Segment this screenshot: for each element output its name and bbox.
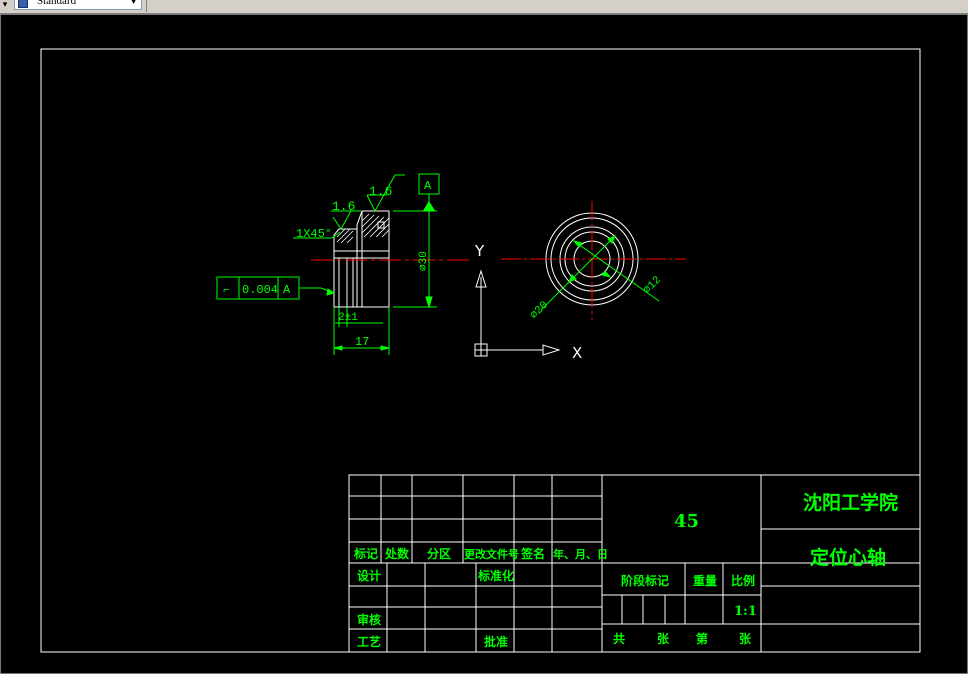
sign-standardize: 标准化 — [477, 568, 514, 583]
toolbar-separator — [146, 0, 147, 12]
sheet-number-label: 第 — [696, 631, 708, 646]
tol-symbol: ⌐ — [223, 285, 230, 297]
rev-header-count: 处数 — [384, 546, 410, 561]
text-style-icon — [18, 0, 28, 8]
dim-length: 17 — [355, 335, 369, 349]
weight-label: 重量 — [693, 573, 717, 588]
chevron-down-icon[interactable]: ▼ — [130, 0, 137, 6]
sheet-total-label: 共 — [613, 631, 625, 646]
dim-diameter-30: ⌀30 — [418, 251, 430, 271]
roughness-right-text: 1.6 — [369, 184, 392, 199]
sign-process: 工艺 — [357, 634, 381, 649]
text-style-select[interactable]: Standard ▼ — [14, 0, 142, 10]
front-dimensions[interactable] — [216, 173, 440, 355]
company-text: 沈阳工学院 — [803, 491, 898, 514]
chamfer-text: 1X45° — [296, 227, 332, 241]
rev-header-sign: 签名 — [520, 546, 545, 561]
sheet-sheets2-label: 张 — [739, 631, 752, 646]
ucs-y-label: Y — [474, 242, 485, 260]
ucs-icon — [474, 269, 561, 357]
rev-header-zone: 分区 — [427, 546, 451, 561]
title-block — [348, 474, 921, 653]
ratio-label: 比例 — [731, 573, 755, 588]
ratio-value: 1:1 — [734, 604, 757, 619]
sign-approve: 批准 — [484, 634, 508, 649]
front-view[interactable] — [333, 210, 390, 308]
dropdown-arrow-icon[interactable]: ▾ — [2, 0, 8, 10]
sheet-sheets1-label: 张 — [657, 631, 670, 646]
text-style-value: Standard — [37, 0, 77, 7]
rev-header-doc: 更改文件号 — [464, 547, 519, 561]
rev-header-mark: 标记 — [353, 546, 378, 561]
front-dimension-texts: 1.6 1.6 1X45° A ⌐ 0.004 A ⌀30 2±1 17 — [223, 179, 432, 349]
sign-design: 设计 — [357, 568, 381, 583]
datum-label: A — [424, 179, 432, 193]
material-text: 45 — [674, 511, 699, 532]
dim-groove: 2±1 — [338, 312, 358, 324]
dim-outer-text: ⌀20 — [528, 299, 551, 322]
toolbar: ▾ Standard ▼ — [0, 0, 968, 14]
cad-drawing[interactable]: 1.6 1.6 1X45° A ⌐ 0.004 A ⌀30 2±1 17 Y X — [1, 15, 967, 673]
tol-value: 0.004 — [242, 283, 278, 297]
rev-header-date: 年、月、日 — [553, 547, 608, 561]
title-block-texts: 45 沈阳工学院 定位心轴 标记 处数 分区 更改文件号 签名 年、月、日 设计… — [353, 491, 898, 649]
tol-datum: A — [283, 283, 291, 297]
part-name-text: 定位心轴 — [810, 546, 886, 569]
sign-review: 审核 — [357, 612, 381, 627]
side-dimensions[interactable] — [540, 235, 660, 311]
drawing-canvas[interactable]: 1.6 1.6 1X45° A ⌐ 0.004 A ⌀30 2±1 17 Y X — [0, 14, 968, 674]
side-center-lines — [501, 201, 686, 320]
stage-mark-label: 阶段标记 — [621, 573, 669, 588]
roughness-left-text: 1.6 — [332, 199, 355, 214]
dim-inner-text: ⌀12 — [641, 274, 664, 297]
ucs-x-label: X — [572, 344, 582, 362]
